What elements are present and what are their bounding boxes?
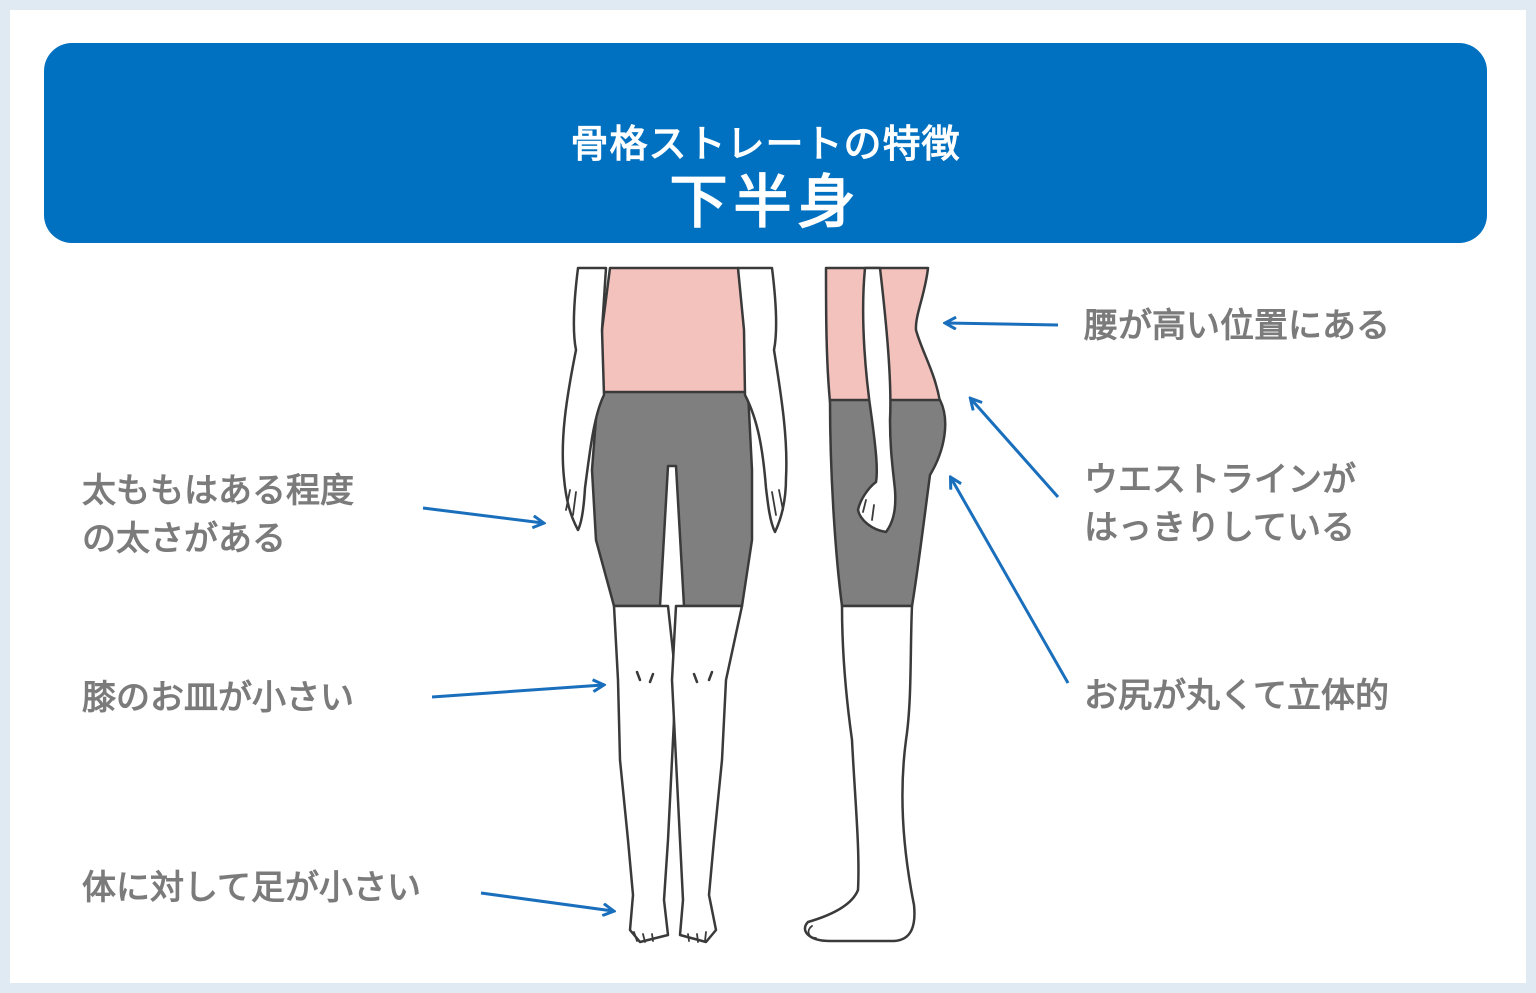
front-left-hand [565, 489, 577, 516]
front-right-leg [670, 604, 744, 944]
front-right-hand [771, 489, 784, 516]
label-waistline-line1: ウエストラインが [1084, 460, 1356, 500]
label-waist: 腰が高い位置にある [1084, 306, 1390, 346]
side-hand-lines [862, 499, 875, 521]
front-knee-mark-right [692, 670, 714, 684]
arrow-waistline [971, 399, 1060, 498]
label-thigh-line2: の太さがある [82, 519, 286, 559]
front-right-arm [736, 266, 788, 534]
arrow-waist [946, 323, 1059, 325]
label-waistline: ウエストラインが はっきりしている [1084, 456, 1356, 552]
front-toes-left [633, 931, 654, 943]
front-shorts [590, 390, 754, 608]
front-left-leg [612, 604, 678, 944]
label-knee: 膝のお皿が小さい [82, 678, 354, 718]
banner-title: 骨格ストレートの特徴 [570, 122, 961, 166]
arrow-thigh [422, 506, 543, 523]
arrows [422, 323, 1070, 911]
label-waistline-line2: はっきりしている [1084, 508, 1355, 548]
side-leg [803, 604, 916, 943]
front-knee-mark-left [635, 670, 655, 684]
banner-subtitle: 下半身 [669, 168, 862, 236]
front-toes-right [687, 931, 707, 943]
label-feet: 体に対して足が小さい [82, 868, 421, 908]
arrow-feet [480, 891, 613, 911]
label-thigh: 太ももはある程度 の太さがある [82, 467, 354, 563]
front-top [596, 266, 750, 397]
arrow-hip [951, 478, 1070, 684]
title-banner: 骨格ストレートの特徴 下半身 [44, 43, 1487, 243]
side-toes [807, 925, 817, 939]
side-arm [856, 266, 897, 534]
arrow-knee [431, 685, 603, 699]
label-thigh-line1: 太ももはある程度 [82, 471, 354, 511]
front-figure [561, 266, 788, 944]
label-hip: お尻が丸くて立体的 [1084, 676, 1389, 716]
side-figure [803, 266, 947, 943]
